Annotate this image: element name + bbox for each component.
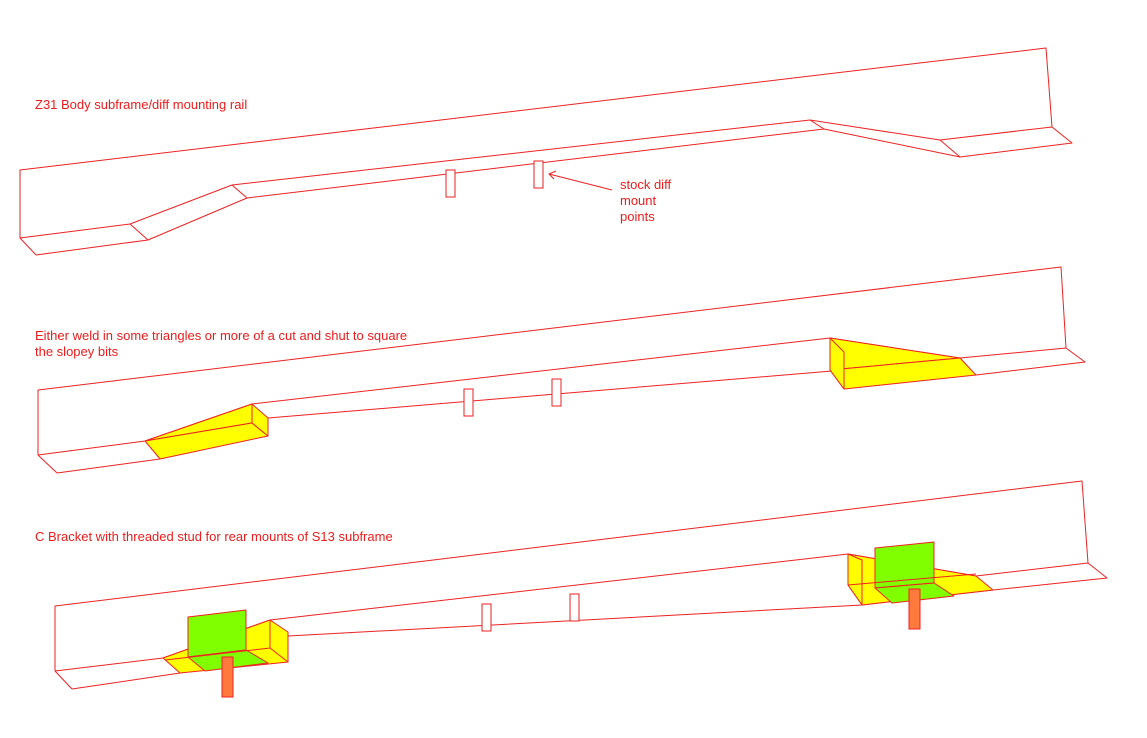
diagram2-title-line-1: Either weld in some triangles or more of… <box>35 328 408 343</box>
diagram2-title: Either weld in some triangles or more of… <box>35 328 407 360</box>
rail2-ledge-back <box>37 337 1067 456</box>
rail3-left-triangle-side <box>269 619 289 663</box>
callout-arrow-head <box>548 170 557 180</box>
rail3-diff-mount-tab-1 <box>481 603 492 632</box>
rail3-left-bracket-edge <box>164 647 271 661</box>
rail1-ledge-back <box>19 119 1053 239</box>
diagram2-rail <box>37 266 1086 474</box>
diagram1-rail <box>19 47 1073 256</box>
diagram2-title-line-2: the slopey bits <box>35 344 119 359</box>
callout-line-1: stock diff <box>620 177 672 192</box>
rail1-fold-2 <box>231 184 248 199</box>
rail1-diff-mount-tab-1 <box>445 169 456 198</box>
rail3-back-wall <box>54 480 1089 671</box>
rail1-floor-front <box>35 126 1073 256</box>
callout-line-2: mount <box>620 193 657 208</box>
rail2-back-wall <box>37 266 1067 455</box>
rail1-diff-mount-tab-2 <box>533 160 544 189</box>
rail3-ledge-back <box>54 553 1089 672</box>
rail3-right-threaded-stud <box>908 588 921 630</box>
rail3-right-c-bracket-face <box>874 541 935 589</box>
rail2-left-end <box>37 454 58 474</box>
callout-line-3: points <box>620 209 655 224</box>
rail1-back-wall <box>19 47 1053 238</box>
rail2-weld-triangle-left-side <box>251 403 269 437</box>
rail3-left-c-bracket-face <box>187 609 247 658</box>
rail1-left-end <box>19 237 37 256</box>
rail2-diff-mount-tab-2 <box>551 378 562 407</box>
rail3-left-threaded-stud <box>221 656 234 698</box>
rail3-right-triangle-side <box>847 553 863 606</box>
rail3-right-bracket-edge <box>847 573 977 586</box>
rail1-fold-1 <box>129 223 149 241</box>
rail1-fold-3 <box>809 119 825 130</box>
rail2-diff-mount-tab-1 <box>463 388 474 417</box>
rail2-weld-triangle-right-side <box>829 337 845 390</box>
diagram3-title: C Bracket with threaded stud for rear mo… <box>35 529 393 544</box>
rail3-left-end <box>54 670 73 690</box>
rail1-fold-4 <box>939 139 961 158</box>
stock-diff-callout: stock diff mount points <box>620 177 671 225</box>
diagram3-rail <box>54 480 1108 698</box>
rail3-diff-mount-tab-2 <box>569 593 580 622</box>
diagram1-title: Z31 Body subframe/diff mounting rail <box>35 97 248 112</box>
callout-arrow-line <box>548 173 613 191</box>
